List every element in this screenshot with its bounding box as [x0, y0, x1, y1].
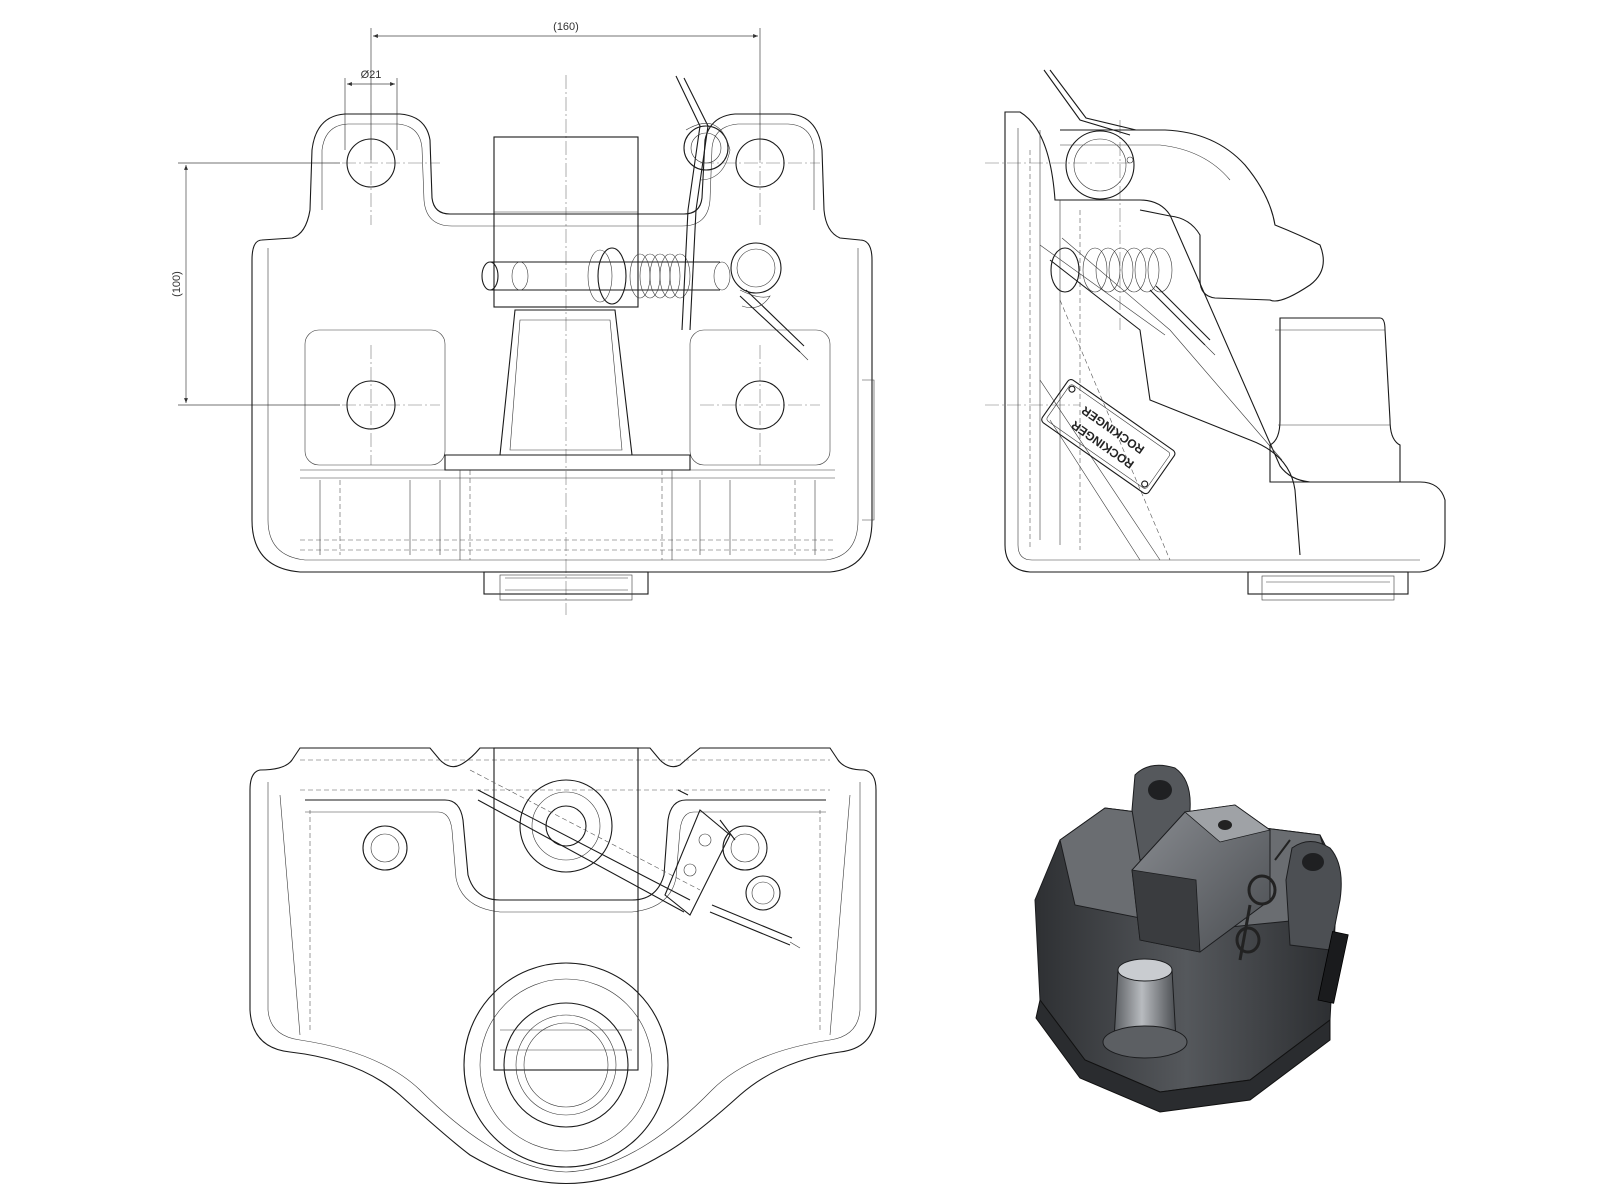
- dimension-diameter-label: Ø21: [361, 69, 382, 81]
- dimension-100-label: (100): [171, 271, 183, 297]
- dimension-100: (100): [171, 162, 340, 406]
- side-view: ROCKINGER ROCKINGER: [985, 69, 1446, 601]
- top-view: [249, 747, 877, 1184]
- render-plate: [1317, 931, 1349, 1004]
- isometric-render: [1034, 764, 1349, 1113]
- front-view: (160) Ø21 (100): [171, 21, 875, 615]
- dimension-160-label: (160): [553, 21, 579, 33]
